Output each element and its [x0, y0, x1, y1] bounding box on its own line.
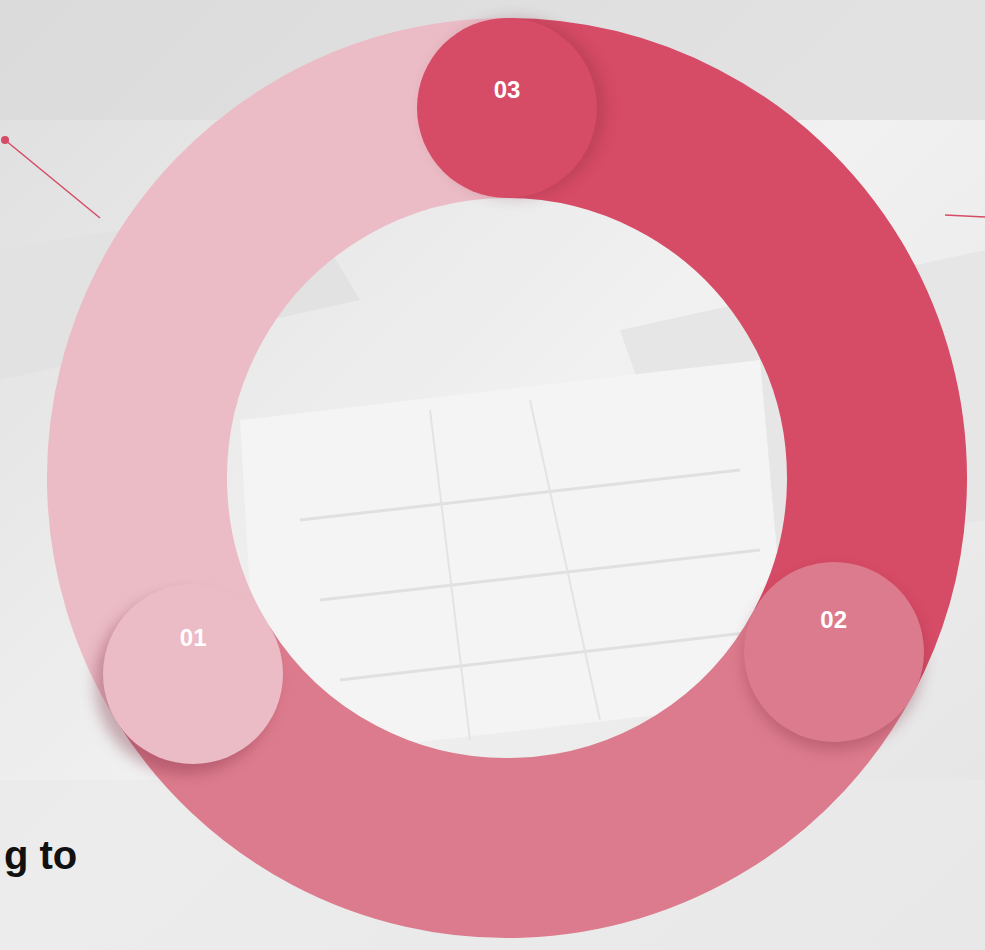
ring-segment	[193, 652, 834, 848]
number-circle: 01	[103, 584, 283, 764]
number-circle: 02	[744, 562, 924, 742]
heading-fragment: g to	[4, 832, 77, 878]
callout-number: 01	[103, 624, 283, 652]
callout-number: 02	[744, 606, 924, 634]
number-circle: 03	[417, 18, 597, 198]
callout-number: 03	[417, 76, 597, 104]
